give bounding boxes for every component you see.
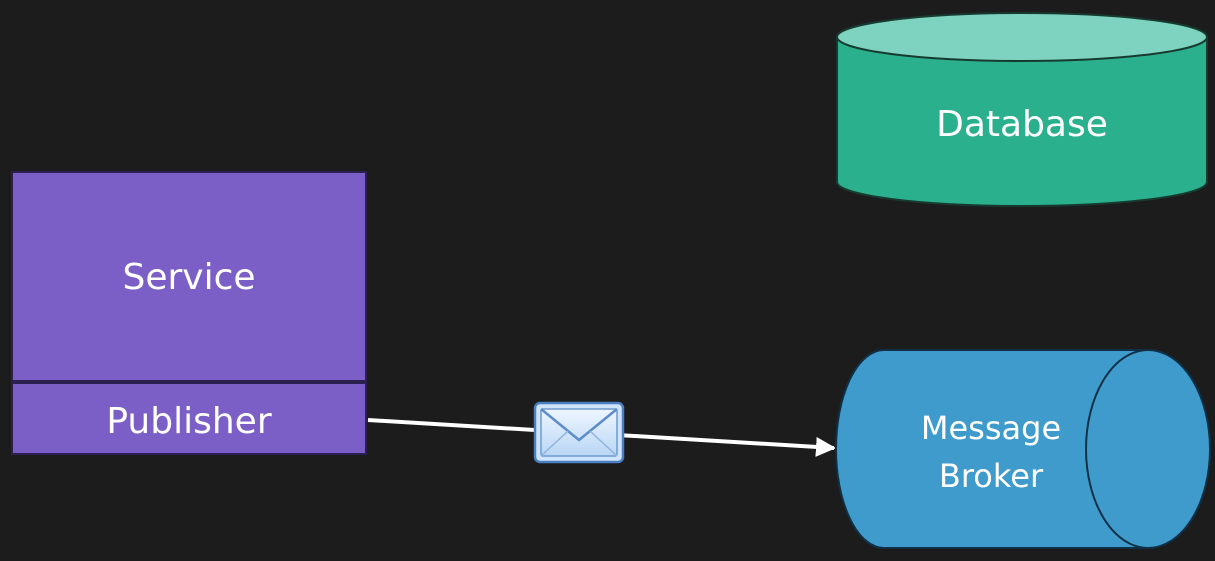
service-label: Service [122, 257, 255, 298]
service-box [11, 171, 367, 382]
service-node: Service [11, 171, 367, 382]
message-broker-label-line2: Broker [939, 457, 1044, 495]
database-body [836, 37, 1208, 207]
envelope-icon [533, 401, 625, 464]
message-broker-node: Message Broker [835, 349, 1211, 549]
database-label: Database [936, 104, 1108, 145]
database-top [836, 12, 1208, 62]
database-node: Database [836, 12, 1208, 207]
publisher-label: Publisher [106, 401, 271, 442]
publisher-box [11, 382, 367, 455]
message-broker-label-line1: Message [921, 409, 1061, 447]
message-broker-end [1085, 349, 1211, 549]
publisher-node: Publisher [11, 382, 367, 455]
